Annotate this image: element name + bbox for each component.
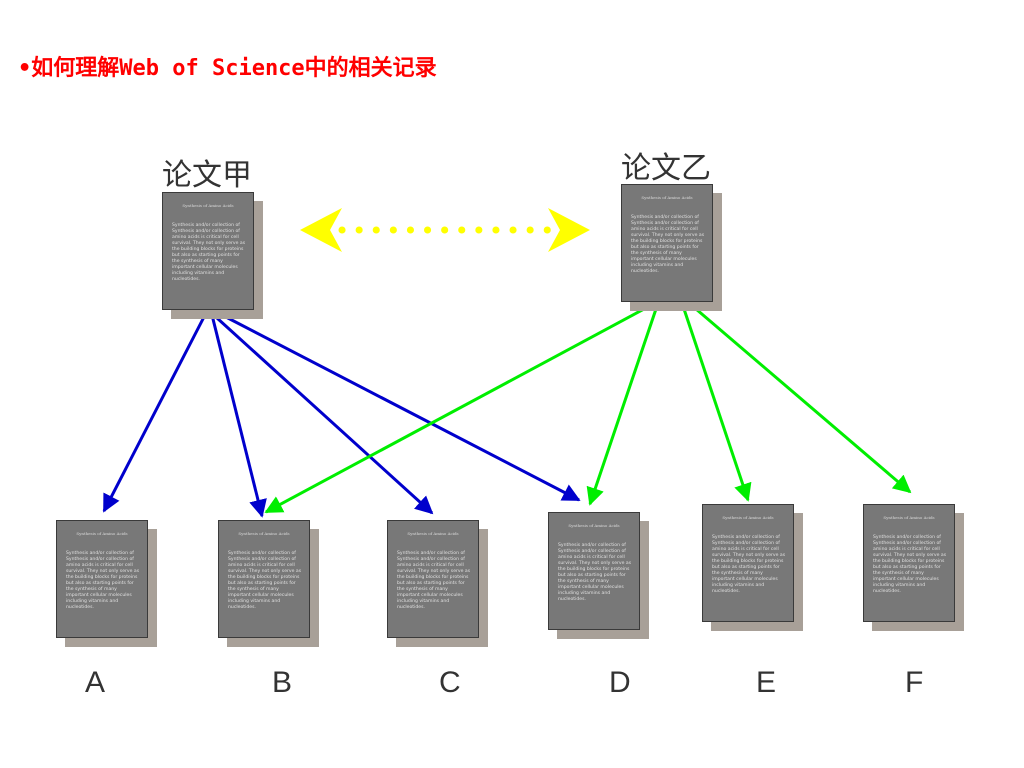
- cited-document-b: Synthesis of Amino Acids Synthesis and/o…: [218, 520, 319, 647]
- arrow-jia-to-d: [223, 314, 581, 502]
- document-title: Synthesis of Amino Acids: [722, 515, 774, 520]
- document-body: Synthesis and/or collection of Synthesis…: [712, 535, 786, 594]
- paper-yi-document: Synthesis of Amino Acids Synthesis and/o…: [621, 184, 722, 311]
- cited-document-f: Synthesis of Amino Acids Synthesis and/o…: [863, 504, 964, 631]
- arrow-jia-to-c: [215, 316, 434, 515]
- cited-document-c: Synthesis of Amino Acids Synthesis and/o…: [387, 520, 488, 647]
- document-title: Synthesis of Amino Acids: [182, 203, 234, 208]
- arrow-yi-to-f: [695, 307, 912, 494]
- document-body: Synthesis and/or collection of Synthesis…: [397, 551, 471, 610]
- paper-jia-document: Synthesis of Amino Acids Synthesis and/o…: [162, 192, 263, 319]
- document-title: Synthesis of Amino Acids: [238, 531, 290, 536]
- letter-b: B: [272, 666, 293, 699]
- letter-c: C: [439, 666, 461, 699]
- letter-d: D: [609, 666, 631, 699]
- cited-document-e: Synthesis of Amino Acids Synthesis and/o…: [702, 504, 803, 631]
- document-body: Synthesis and/or collection of Synthesis…: [172, 223, 246, 282]
- document-body: Synthesis and/or collection of Synthesis…: [228, 551, 302, 610]
- document-title: Synthesis of Amino Acids: [883, 515, 935, 520]
- arrow-yi-to-b: [264, 307, 645, 514]
- document-body: Synthesis and/or collection of Synthesis…: [558, 543, 632, 602]
- related-link-arrow: [300, 208, 590, 252]
- paper-yi-label: 论文乙: [621, 151, 711, 186]
- letter-f: F: [905, 666, 924, 699]
- letter-e: E: [756, 666, 777, 699]
- arrow-yi-to-e: [682, 308, 752, 502]
- document-body: Synthesis and/or collection of Synthesis…: [631, 215, 705, 274]
- letter-a: A: [85, 666, 106, 699]
- document-body: Synthesis and/or collection of Synthesis…: [873, 535, 947, 594]
- arrow-jia-to-b: [210, 314, 267, 518]
- document-title: Synthesis of Amino Acids: [641, 195, 693, 200]
- document-body: Synthesis and/or collection of Synthesis…: [66, 551, 140, 610]
- document-title: Synthesis of Amino Acids: [76, 531, 128, 536]
- slide-title: •如何理解Web of Science中的相关记录: [18, 56, 437, 81]
- arrow-yi-to-d: [586, 308, 658, 506]
- cited-document-a: Synthesis of Amino Acids Synthesis and/o…: [56, 520, 157, 647]
- paper-jia-label: 论文甲: [162, 158, 252, 193]
- arrow-jia-to-a: [102, 314, 207, 513]
- cited-document-d: Synthesis of Amino Acids Synthesis and/o…: [548, 512, 649, 639]
- document-title: Synthesis of Amino Acids: [568, 523, 620, 528]
- document-title: Synthesis of Amino Acids: [407, 531, 459, 536]
